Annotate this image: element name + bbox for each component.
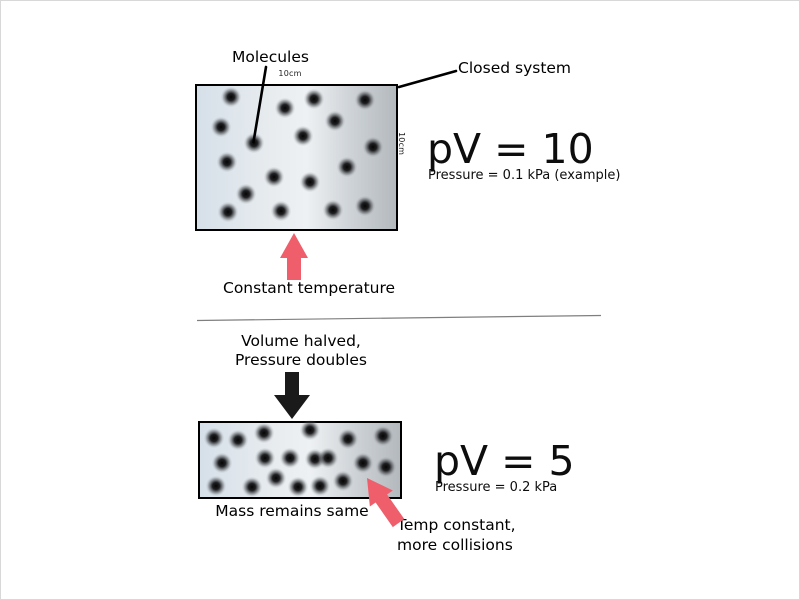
molecule-dot [236,184,256,204]
molecule-dot [254,423,274,443]
molecule-dot [333,471,353,491]
molecule-dot [218,202,238,222]
temp-constant-label: Temp constant, more collisions [397,515,516,555]
molecule-dot [338,429,358,449]
molecule-dot [280,448,300,468]
molecule-dot [353,453,373,473]
molecule-dot [325,111,345,131]
molecule-dot [212,453,232,473]
molecule-dot [217,152,237,172]
gas-container-small [198,420,402,499]
molecule-dot [300,172,320,192]
molecule-dot [355,90,375,110]
molecule-dot [228,430,248,450]
mass-remains-same-label: Mass remains same [215,502,369,520]
molecule-dot [318,448,338,468]
up-arrow-red [280,233,308,280]
molecule-dot [211,117,231,137]
molecule-dot [355,196,375,216]
molecule-dot [255,448,275,468]
molecule-dot [288,477,308,497]
molecule-dot [271,201,291,221]
molecule-dot [264,167,284,187]
box-width-dimension-label: 10cm [278,69,302,78]
molecule-dot [206,476,226,496]
closed-system-pointer-line [397,69,458,89]
molecule-dot [221,87,241,107]
molecule-dot [275,98,295,118]
pressure-note-bottom: Pressure = 0.2 kPa [435,480,558,495]
section-divider-line [196,314,602,322]
molecule-group [200,420,400,497]
gas-container-large [195,84,398,231]
molecule-dot [244,133,264,153]
molecule-dot [300,420,320,440]
temp-constant-line1: Temp constant, [397,516,516,534]
temp-constant-line2: more collisions [397,536,513,554]
molecule-dot [266,468,286,488]
box-height-dimension-label: 10cm [397,132,406,156]
molecule-dot [310,476,330,496]
molecules-label: Molecules [232,48,309,66]
volume-halved-label: Volume halved, Pressure doubles [225,332,377,370]
molecule-dot [373,426,393,446]
down-arrow-black [274,372,310,419]
volume-halved-line1: Volume halved, [241,332,361,350]
closed-system-label: Closed system [458,59,572,77]
molecule-dot [293,126,313,146]
molecule-group [197,86,396,229]
molecule-dot [376,457,396,477]
molecule-dot [363,137,383,157]
molecule-dot [204,428,224,448]
molecule-dot [323,200,343,220]
molecule-dot [242,477,262,497]
volume-halved-line2: Pressure doubles [234,351,367,369]
molecule-dot [304,89,324,109]
pressure-note-top: Pressure = 0.1 kPa (example) [428,168,621,183]
constant-temperature-label: Constant temperature [223,279,396,297]
equation-pv10: pV = 10 [427,125,594,173]
molecule-dot [337,157,357,177]
equation-pv5: pV = 5 [434,437,575,485]
